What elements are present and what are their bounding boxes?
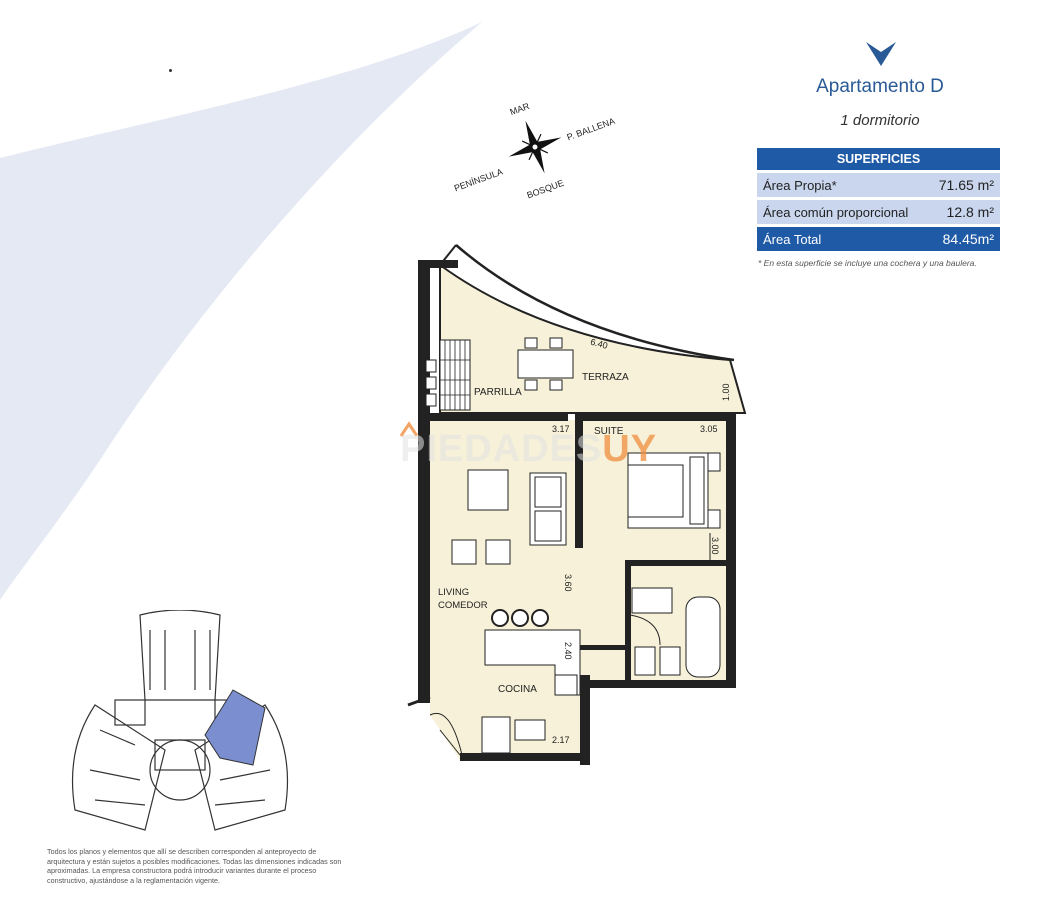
area-comun-label: Área común proporcional — [757, 200, 928, 224]
compass-west: PENÍNSULA — [453, 167, 504, 194]
area-comun-value: 12.8 m² — [927, 200, 1000, 224]
watermark: PIEDADESUY — [400, 428, 657, 471]
surfaces-heading: SUPERFICIES — [757, 148, 1000, 170]
background-swoosh — [0, 22, 482, 600]
label-parrilla: PARRILLA — [474, 387, 522, 398]
compass-north: MAR — [509, 101, 532, 117]
dim-640: 6.40 — [589, 337, 609, 351]
dim-217: 2.17 — [552, 735, 570, 745]
coffee-table — [467, 469, 509, 511]
label-suite: SUITE — [594, 426, 624, 437]
watermark-suffix: UY — [602, 428, 658, 470]
terrace-table — [517, 349, 574, 379]
surfaces-footnote: * En esta superficie se incluye una coch… — [758, 258, 977, 268]
compass-rose: MAR P. BALLENA BOSQUE PENÍNSULA — [453, 101, 617, 201]
area-propia-label: Área Propia* — [757, 173, 928, 197]
highlighted-unit — [204, 689, 266, 766]
apartment-subtitle: 1 dormitorio — [840, 112, 920, 129]
bathtub — [685, 596, 721, 678]
table-row: Área Propia* 71.65 m² — [757, 173, 1000, 197]
surfaces-table: SUPERFICIES Área Propia* 71.65 m² Área c… — [757, 145, 1000, 254]
floor-plan: PARRILLA TERRAZA SUITE LIVING COMEDOR CO… — [407, 244, 747, 765]
label-comedor: COMEDOR — [438, 600, 488, 611]
sofa — [529, 472, 567, 546]
dim-100: 1.00 — [721, 383, 731, 401]
watermark-main: PIEDADES — [400, 428, 603, 470]
dim-305: 3.05 — [700, 424, 718, 434]
dim-317: 3.17 — [552, 424, 570, 434]
dim-240: 2.40 — [563, 642, 573, 660]
label-living: LIVING — [438, 587, 469, 598]
decorative-dot — [169, 69, 172, 72]
area-total-label: Área Total — [757, 227, 928, 251]
apartment-title: Apartamento D — [816, 76, 944, 97]
dim-300: 3.00 — [710, 537, 720, 555]
table-row: Área Total 84.45m² — [757, 227, 1000, 251]
building-key-plan — [71, 610, 289, 831]
compass-east: P. BALLENA — [565, 116, 616, 143]
dim-360: 3.60 — [563, 574, 573, 592]
label-cocina: COCINA — [498, 684, 537, 695]
area-total-value: 84.45m² — [927, 227, 1000, 251]
table-row: Área común proporcional 12.8 m² — [757, 200, 1000, 224]
legal-disclaimer: Todos los planos y elementos que allí se… — [47, 847, 342, 885]
label-terraza: TERRAZA — [582, 372, 629, 383]
north-arrow-icon — [866, 42, 896, 66]
area-propia-value: 71.65 m² — [927, 173, 1000, 197]
compass-south: BOSQUE — [525, 178, 565, 201]
watermark-house-icon — [399, 421, 419, 437]
